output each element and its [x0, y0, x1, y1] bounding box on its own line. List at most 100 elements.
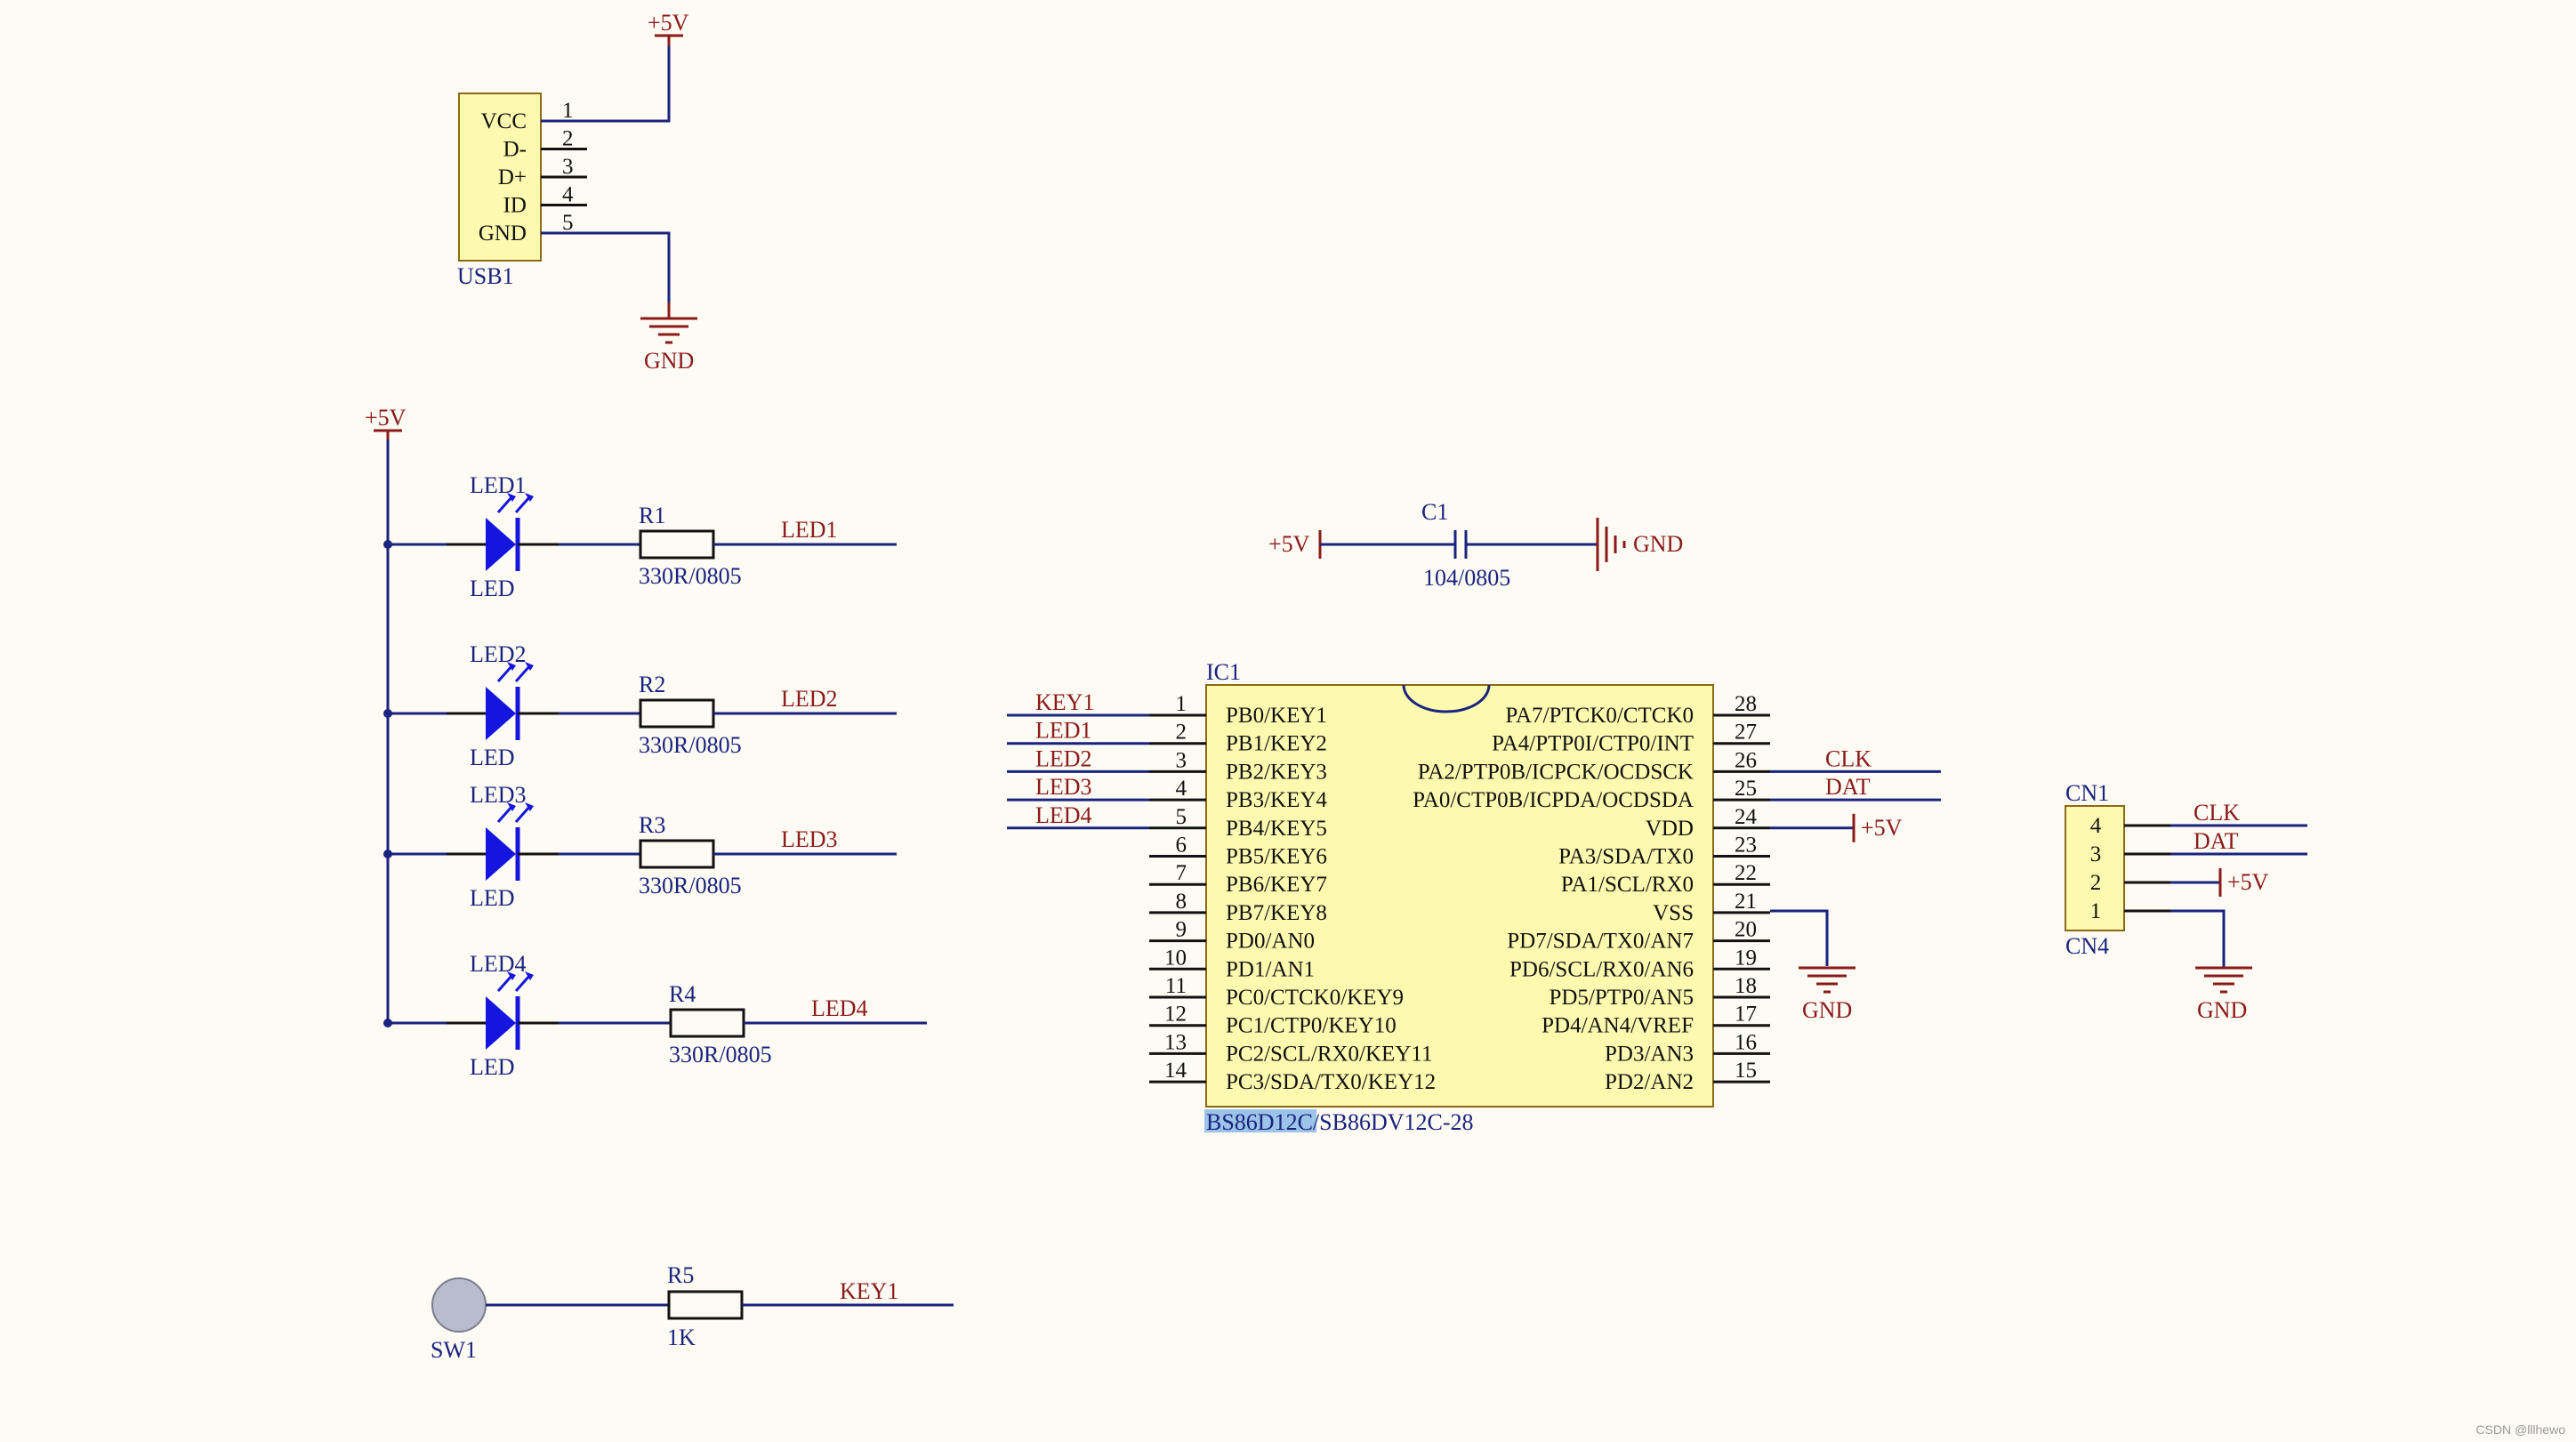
cn-pin-number: 1	[2090, 899, 2102, 923]
sw1-net-label: KEY1	[840, 1278, 898, 1304]
ic-left-pin-name: PB2/KEY3	[1226, 760, 1327, 784]
ic-left-pin-name: PC3/SDA/TX0/KEY12	[1226, 1070, 1436, 1094]
resistor-value: 330R/0805	[639, 563, 742, 589]
cn-top-designator: CN1	[2065, 780, 2109, 806]
led-value: LED	[470, 885, 515, 911]
cn-net-label: DAT	[2194, 828, 2239, 854]
ic-left-pin-name: PB4/KEY5	[1226, 817, 1327, 841]
cn-gnd-label: GND	[2197, 997, 2247, 1023]
ic1-part-number: BS86D12C/SB86DV12C-28	[1206, 1109, 1474, 1135]
ic-left-pin-number: 9	[1176, 918, 1187, 942]
ic-left-pin-name: PB3/KEY4	[1226, 788, 1327, 812]
ic-left-pin-number: 14	[1164, 1059, 1187, 1083]
usb-vcc-label: +5V	[648, 10, 689, 36]
ic-left-pin-name: PB0/KEY1	[1226, 704, 1327, 728]
ic-right-pin-number: 17	[1735, 1003, 1757, 1027]
touch-pad-icon	[431, 1277, 487, 1333]
ic-left-pin-number: 8	[1176, 890, 1187, 914]
resistor-designator: R4	[669, 981, 696, 1007]
led-net-label: LED1	[781, 517, 838, 543]
resistor-value: 330R/0805	[669, 1042, 772, 1067]
usb-pin-name: D-	[503, 138, 527, 162]
ic-left-pin-number: 1	[1176, 692, 1187, 716]
ic-right-pin-number: 21	[1735, 890, 1757, 914]
usb-pin-name: GND	[479, 222, 527, 246]
ic-left-pin-number: 13	[1164, 1030, 1187, 1054]
ic-right-pin-name: PA1/SCL/RX0	[1561, 873, 1694, 897]
ic1-part-highlight: BS86D12C	[1206, 1109, 1313, 1135]
led-supply-label: +5V	[365, 405, 407, 431]
cn-power-label: +5V	[2227, 869, 2269, 895]
cn-net-label: CLK	[2194, 800, 2240, 826]
led-net-label: LED4	[811, 995, 868, 1021]
ic-right-pin-name: PA0/CTP0B/ICPDA/OCDSDA	[1413, 788, 1694, 812]
led-value: LED	[470, 745, 515, 770]
ic-right-pin-number: 28	[1735, 692, 1757, 716]
ic-right-pin-name: PA3/SDA/TX0	[1558, 845, 1694, 869]
ic-left-pin-number: 3	[1176, 748, 1187, 772]
led-diode-icon	[486, 827, 516, 881]
ic-right-pin-name: PA2/PTP0B/ICPCK/OCDSCK	[1418, 760, 1694, 784]
cn-pin-number: 2	[2090, 871, 2102, 895]
watermark: CSDN @lllhewo	[2475, 1422, 2565, 1437]
ic1-part-rest: /SB86DV12C-28	[1313, 1109, 1474, 1135]
c1-left-net: +5V	[1268, 531, 1310, 557]
usb-pin-name: D+	[498, 165, 527, 189]
usb-pin-number: 5	[562, 211, 574, 235]
ic-vss-gnd-label: GND	[1802, 997, 1852, 1023]
ic-left-pin-number: 12	[1164, 1003, 1187, 1027]
ic-left-pin-name: PB6/KEY7	[1226, 873, 1327, 897]
ic-right-pin-number: 19	[1735, 946, 1757, 970]
ic-left-pin-name: PC1/CTP0/KEY10	[1226, 1014, 1397, 1038]
ic-left-pin-name: PB5/KEY6	[1226, 845, 1327, 869]
c1-right-net: GND	[1633, 531, 1683, 557]
ic-left-pin-name: PD0/AN0	[1226, 930, 1315, 954]
led-net-label: LED3	[781, 826, 838, 852]
ic-right-pin-name: PD2/AN2	[1605, 1070, 1694, 1094]
ic-right-pin-number: 15	[1735, 1059, 1757, 1083]
ic-right-power-label: +5V	[1861, 815, 1903, 841]
r5-designator: R5	[667, 1262, 694, 1288]
ic-left-pin-name: PD1/AN1	[1226, 957, 1315, 981]
led-designator: LED3	[470, 782, 527, 808]
led-designator: LED2	[470, 641, 527, 667]
ic-left-net-label: LED4	[1035, 802, 1092, 828]
ic-right-pin-number: 20	[1735, 918, 1757, 942]
ic-left-net-label: LED1	[1035, 718, 1092, 744]
ic-right-pin-number: 26	[1735, 748, 1757, 772]
ic-left-pin-number: 2	[1176, 721, 1187, 745]
ic-left-pin-name: PC2/SCL/RX0/KEY11	[1226, 1042, 1432, 1066]
usb-gnd-label: GND	[644, 348, 694, 374]
cn-pin-number: 4	[2090, 814, 2102, 838]
cn-ground-symbol: GND	[2195, 911, 2252, 1023]
usb-pin-number: 1	[562, 99, 574, 123]
ic-right-pin-number: 16	[1735, 1030, 1757, 1054]
ic-left-pin-number: 7	[1176, 861, 1187, 885]
r5-resistor-body	[667, 1290, 744, 1320]
r5-value: 1K	[667, 1325, 696, 1350]
resistor-body	[639, 698, 715, 729]
ic-right-pin-name: VDD	[1646, 817, 1694, 841]
resistor-body	[639, 839, 715, 869]
usb1-designator: USB1	[457, 263, 514, 289]
cn-bottom-designator: CN4	[2065, 933, 2109, 959]
led-diode-icon	[486, 518, 516, 571]
ic-left-net-label: LED2	[1035, 745, 1092, 771]
ic-right-pin-number: 23	[1735, 834, 1757, 858]
ic-left-pin-name: PB1/KEY2	[1226, 732, 1327, 756]
c1-designator: C1	[1421, 499, 1448, 525]
led-diode-icon	[486, 687, 516, 740]
capacitor-c1: C1 +5V GND 104/0805	[1268, 499, 1683, 591]
ic-right-pin-name: PD6/SCL/RX0/AN6	[1509, 957, 1694, 981]
ic-right-pin-name: PD7/SDA/TX0/AN7	[1507, 930, 1694, 954]
resistor-designator: R2	[639, 672, 665, 697]
ic-left-pin-number: 11	[1165, 974, 1187, 998]
ic-right-net-label: CLK	[1825, 745, 1872, 771]
ic-vss-ground-symbol: GND	[1799, 966, 1856, 1023]
